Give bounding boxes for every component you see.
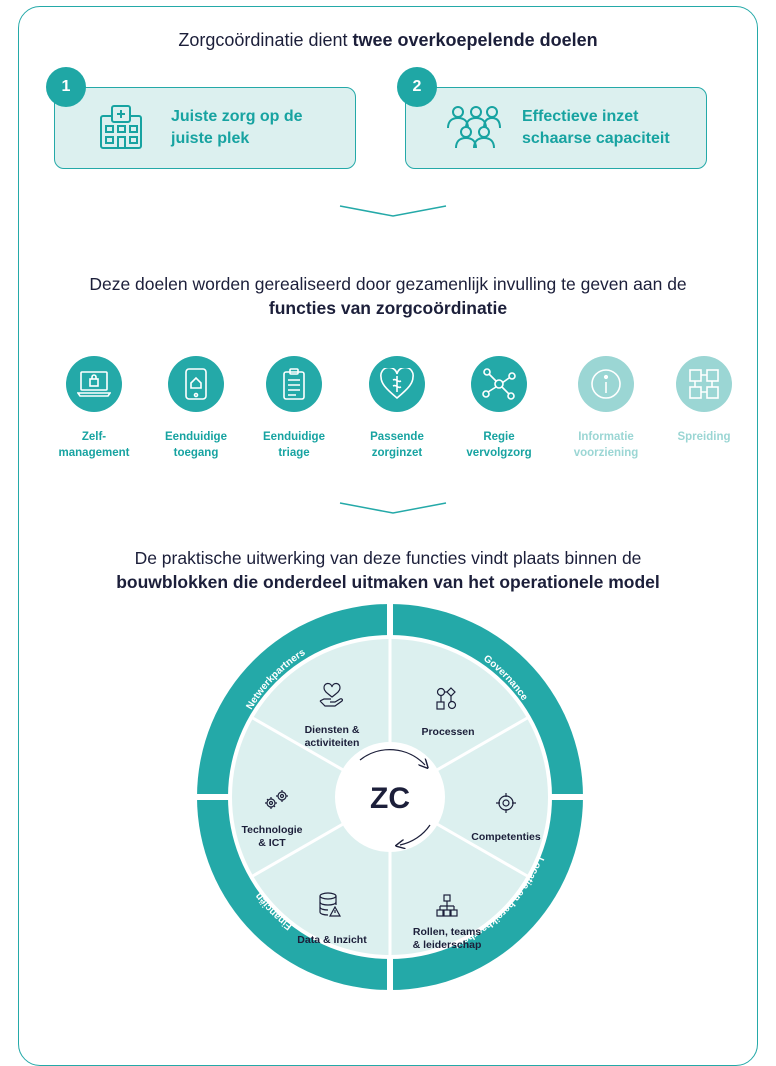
model-heading: De praktische uitwerking van deze functi… (0, 546, 776, 594)
segment-data-inzicht: Data & Inzicht (297, 892, 367, 946)
process-icon (436, 687, 457, 710)
function-label-line2: triage (278, 447, 310, 459)
info-icon (578, 356, 634, 412)
goal-number-badge-1: 1 (46, 67, 86, 107)
chevron-down-icon (339, 205, 447, 217)
goals-heading: Zorgcoördinatie dient twee overkoepelend… (0, 30, 776, 51)
operational-model-wheel: ZC Netwerkpartners Governance Locatie en… (197, 604, 583, 990)
function-label-line2: zorginzet (371, 447, 423, 459)
function-label-line1: Informatie (578, 431, 634, 443)
segment-competenties: Competenties (471, 793, 541, 843)
segment-label-line1: Diensten & (305, 724, 360, 736)
function-informatie-voorziening: Informatie voorziening (566, 356, 646, 461)
function-passende-zorginzet: Passende zorginzet (357, 356, 437, 461)
segment-rollen: Rollen, teams & leiderschap (413, 894, 482, 951)
segment-label: Data & Inzicht (297, 934, 367, 946)
goal-card-2: Effectieve inzet schaarse capaciteit (405, 87, 707, 169)
heart-icon (369, 356, 425, 412)
goals-heading-text: Zorgcoördinatie dient (178, 30, 353, 50)
functions-heading-bold: functies van zorgcoördinatie (268, 298, 508, 318)
goal-1-line1: Juiste zorg op de (171, 108, 303, 125)
segment-label-line2: & ICT (258, 837, 286, 849)
target-brain-icon (496, 793, 516, 813)
database-icon (319, 892, 342, 917)
segment-label: Processen (421, 726, 474, 738)
function-spreiding: Spreiding (664, 356, 744, 445)
center-label: ZC (370, 782, 410, 815)
model-heading-bold: bouwblokken die onderdeel uitmaken van h… (116, 572, 660, 592)
goal-1-line2: juiste plek (171, 130, 250, 147)
functions-heading: Deze doelen worden gerealiseerd door gez… (0, 272, 776, 320)
hospital-icon (95, 102, 147, 154)
cycle-arrow-bottom (400, 824, 431, 845)
function-regie-vervolgzorg: Regie vervolgzorg (459, 356, 539, 461)
goal-2-line2: schaarse capaciteit (522, 130, 670, 147)
function-eenduidige-triage: Eenduidige triage (254, 356, 334, 461)
segment-label: Competenties (471, 831, 541, 843)
tablet-icon (168, 356, 224, 412)
goal-card-1: Juiste zorg op de juiste plek (54, 87, 356, 169)
segment-label-line2: activiteiten (305, 737, 360, 749)
segment-label-line1: Technologie (241, 824, 302, 836)
segment-processen: Processen (421, 687, 475, 738)
function-eenduidige-toegang: Eenduidige toegang (156, 356, 236, 461)
segment-technologie: Technologie & ICT (241, 790, 303, 849)
function-label-line1: Eenduidige (263, 431, 325, 443)
function-label-line1: Zelf- (81, 431, 107, 443)
goal-label-1: Juiste zorg op de juiste plek (171, 106, 341, 150)
laptop-lock-icon (66, 356, 122, 412)
function-label-line2: voorziening (573, 447, 639, 459)
function-zelfmanagement: Zelf-management (54, 356, 134, 461)
function-label-line1: Passende (370, 431, 424, 443)
cycle-arrow-top (359, 749, 425, 765)
spread-blocks-icon (676, 356, 732, 412)
goal-number-badge-2: 2 (397, 67, 437, 107)
goal-2-line1: Effectieve inzet (522, 108, 639, 125)
function-label-line2: toegang (173, 447, 219, 459)
segment-label-line2: & leiderschap (413, 939, 482, 951)
center-circle (335, 742, 445, 852)
segment-label-line1: Rollen, teams (413, 926, 481, 938)
model-heading-line1: De praktische uitwerking van deze functi… (134, 548, 642, 568)
function-label-line1: Spreiding (677, 431, 731, 443)
chevron-down-icon (339, 502, 447, 514)
gears-icon (265, 790, 288, 809)
network-icon (471, 356, 527, 412)
function-label-line1: Regie (483, 431, 515, 443)
function-label-line2: vervolgzorg (466, 447, 532, 459)
hand-heart-icon (319, 682, 343, 707)
clipboard-icon (266, 356, 322, 412)
segment-diensten: Diensten & activiteiten (305, 682, 360, 749)
goals-heading-bold: twee overkoepelende doelen (352, 30, 598, 50)
function-label-line2: management (58, 447, 130, 459)
functions-heading-line1: Deze doelen worden gerealiseerd door gez… (89, 274, 687, 294)
people-group-icon (446, 102, 501, 154)
org-chart-icon (436, 894, 458, 917)
goal-label-2: Effectieve inzet schaarse capaciteit (522, 106, 692, 150)
function-label-line1: Eenduidige (165, 431, 227, 443)
